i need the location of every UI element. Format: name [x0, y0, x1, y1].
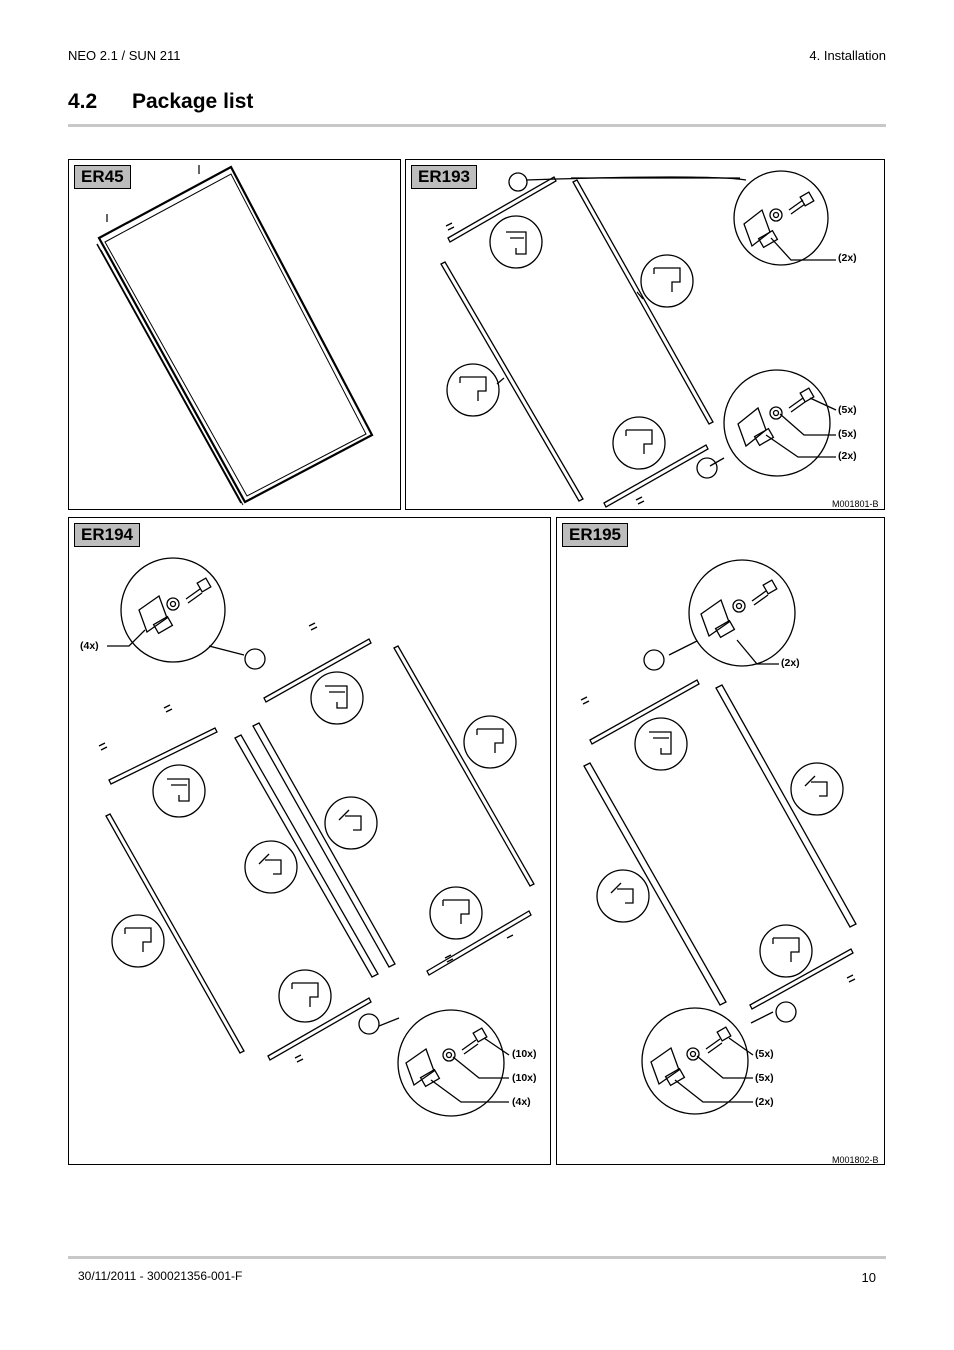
qty-label: (10x) [512, 1048, 537, 1060]
qty-label: (4x) [512, 1096, 531, 1108]
section-number: 4.2 [68, 90, 98, 113]
package-label: ER193 [411, 165, 477, 189]
qty-label: (4x) [80, 640, 99, 652]
qty-label: (2x) [755, 1096, 774, 1108]
qty-label: (5x) [755, 1072, 774, 1084]
header-chapter: 4. Installation [809, 48, 886, 63]
footer-rule [68, 1256, 886, 1259]
collector-panel-drawing [96, 165, 374, 506]
section-heading: Package list [132, 90, 254, 113]
drawing-reference: M001801-B [832, 499, 879, 509]
package-label: ER45 [74, 165, 131, 189]
footer-date-docnumber: 30/11/2011 - 300021356-001-F [78, 1269, 243, 1283]
qty-label: (10x) [512, 1072, 537, 1084]
panel-er45: ER45 [68, 159, 401, 510]
drawing-reference: M001802-B [832, 1155, 879, 1165]
qty-label: (2x) [781, 657, 800, 669]
panel-er194: ER194 (4x) (10x) (10x) (4x) [68, 517, 551, 1165]
header-doc-title: NEO 2.1 / SUN 211 [68, 48, 181, 63]
qty-label: (2x) [838, 252, 857, 264]
qty-label: (5x) [838, 404, 857, 416]
rail-kit-drawing [98, 557, 535, 1117]
rail-kit-drawing [580, 559, 857, 1115]
panel-er195: ER195 (2x) (5x) (5x) (2x) M001802-B [556, 517, 885, 1165]
page-number: 10 [861, 1270, 876, 1285]
package-label: ER194 [74, 523, 140, 547]
qty-label: (5x) [838, 428, 857, 440]
qty-label: (2x) [838, 450, 857, 462]
header-rule [68, 124, 886, 127]
rail-kit-drawing [440, 170, 837, 508]
package-label: ER195 [562, 523, 628, 547]
panel-er193: ER193 (2x) (5x) (5x) (2x) M001801-B [405, 159, 885, 510]
qty-label: (5x) [755, 1048, 774, 1060]
section-title: 4.2 Package list [68, 90, 253, 114]
